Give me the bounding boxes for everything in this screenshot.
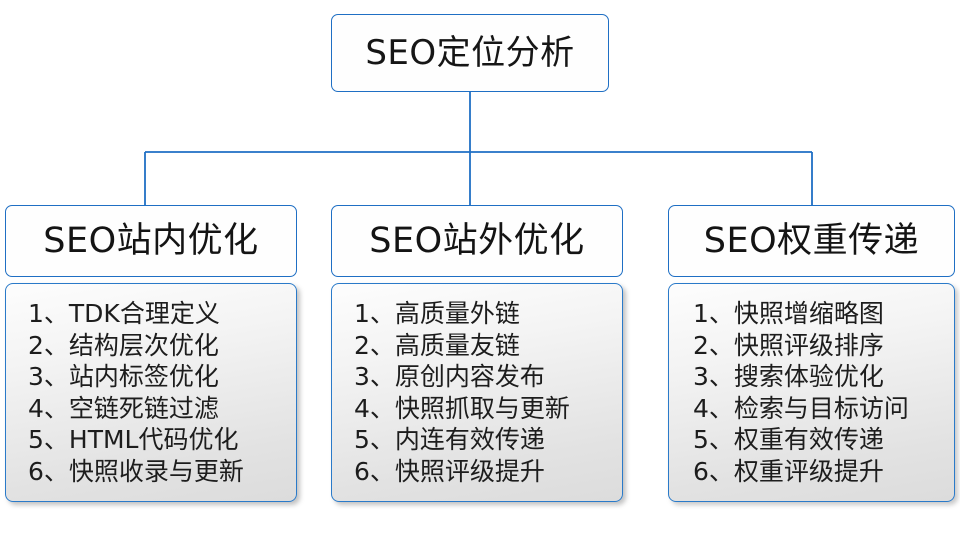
list-item-index: 1、 [693, 299, 734, 328]
list-item-label: HTML代码优化 [68, 425, 239, 454]
list-item: 3、搜索体验优化 [693, 361, 954, 393]
list-item-index: 6、 [28, 456, 69, 486]
branch-header-1[interactable]: SEO站内优化 [5, 205, 297, 277]
list-item: 4、快照抓取与更新 [354, 393, 622, 425]
list-item-index: 6、 [354, 456, 395, 486]
list-item: 2、快照评级排序 [693, 330, 954, 362]
list-item-label: 高质量外链 [394, 299, 520, 328]
list-item-index: 5、 [28, 425, 69, 454]
list-item-label: 空链死链过滤 [68, 393, 219, 423]
branch-item-list-3: 1、快照增缩略图 2、快照评级排序 3、搜索体验优化 4、检索与目标访问 5、权… [669, 298, 954, 487]
list-item: 4、空链死链过滤 [28, 393, 296, 425]
list-item-label: 内连有效传递 [394, 425, 545, 454]
list-item-label: 快照评级排序 [733, 330, 884, 360]
branch-column-3: SEO权重传递 1、快照增缩略图 2、快照评级排序 3、搜索体验优化 4、检索与… [668, 205, 955, 502]
list-item: 6、权重评级提升 [693, 456, 954, 488]
branch-body-1: 1、TDK合理定义 2、结构层次优化 3、站内标签优化 4、空链死链过滤 5、H… [5, 283, 297, 502]
root-node-label: SEO定位分析 [365, 33, 575, 73]
branch-item-list-2: 1、高质量外链 2、高质量友链 3、原创内容发布 4、快照抓取与更新 5、内连有… [332, 298, 622, 487]
list-item: 4、检索与目标访问 [693, 393, 954, 425]
list-item-label: 快照收录与更新 [68, 456, 244, 486]
branch-header-3[interactable]: SEO权重传递 [668, 205, 955, 277]
list-item-index: 3、 [354, 362, 395, 391]
list-item-label: 权重评级提升 [733, 456, 884, 486]
list-item-index: 4、 [354, 393, 395, 423]
list-item-label: 高质量友链 [394, 330, 520, 360]
branch-item-list-1: 1、TDK合理定义 2、结构层次优化 3、站内标签优化 4、空链死链过滤 5、H… [6, 298, 296, 487]
list-item-label: 站内标签优化 [68, 362, 219, 391]
list-item-index: 4、 [693, 393, 734, 423]
branch-column-2: SEO站外优化 1、高质量外链 2、高质量友链 3、原创内容发布 4、快照抓取与… [331, 205, 623, 502]
branch-header-label-2: SEO站外优化 [369, 220, 585, 261]
list-item-label: 快照抓取与更新 [394, 393, 570, 423]
list-item: 1、TDK合理定义 [28, 298, 296, 330]
list-item-index: 2、 [354, 330, 395, 360]
branch-body-3: 1、快照增缩略图 2、快照评级排序 3、搜索体验优化 4、检索与目标访问 5、权… [668, 283, 955, 502]
branch-header-2[interactable]: SEO站外优化 [331, 205, 623, 277]
list-item: 2、高质量友链 [354, 330, 622, 362]
list-item-label: 检索与目标访问 [733, 393, 909, 423]
list-item-label: TDK合理定义 [68, 299, 220, 328]
list-item: 2、结构层次优化 [28, 330, 296, 362]
list-item-index: 5、 [693, 425, 734, 454]
list-item: 6、快照收录与更新 [28, 456, 296, 488]
root-node[interactable]: SEO定位分析 [331, 14, 609, 92]
list-item-index: 3、 [28, 362, 69, 391]
list-item-index: 1、 [28, 299, 69, 328]
list-item-label: 快照增缩略图 [733, 299, 884, 328]
list-item-label: 权重有效传递 [733, 425, 884, 454]
list-item: 1、高质量外链 [354, 298, 622, 330]
list-item: 3、站内标签优化 [28, 361, 296, 393]
branch-header-label-1: SEO站内优化 [43, 220, 259, 261]
list-item: 6、快照评级提升 [354, 456, 622, 488]
list-item: 5、权重有效传递 [693, 424, 954, 456]
list-item-label: 原创内容发布 [394, 362, 545, 391]
branch-header-label-3: SEO权重传递 [703, 220, 920, 261]
list-item: 5、HTML代码优化 [28, 424, 296, 456]
branch-body-2: 1、高质量外链 2、高质量友链 3、原创内容发布 4、快照抓取与更新 5、内连有… [331, 283, 623, 502]
list-item-label: 搜索体验优化 [733, 362, 884, 391]
list-item: 5、内连有效传递 [354, 424, 622, 456]
list-item-index: 4、 [28, 393, 69, 423]
list-item-index: 6、 [693, 456, 734, 486]
list-item-label: 快照评级提升 [394, 456, 545, 486]
list-item-index: 3、 [693, 362, 734, 391]
list-item: 1、快照增缩略图 [693, 298, 954, 330]
list-item-index: 2、 [693, 330, 734, 360]
list-item-label: 结构层次优化 [68, 330, 219, 360]
list-item: 3、原创内容发布 [354, 361, 622, 393]
list-item-index: 5、 [354, 425, 395, 454]
list-item-index: 1、 [354, 299, 395, 328]
list-item-index: 2、 [28, 330, 69, 360]
branch-column-1: SEO站内优化 1、TDK合理定义 2、结构层次优化 3、站内标签优化 4、空链… [5, 205, 297, 502]
